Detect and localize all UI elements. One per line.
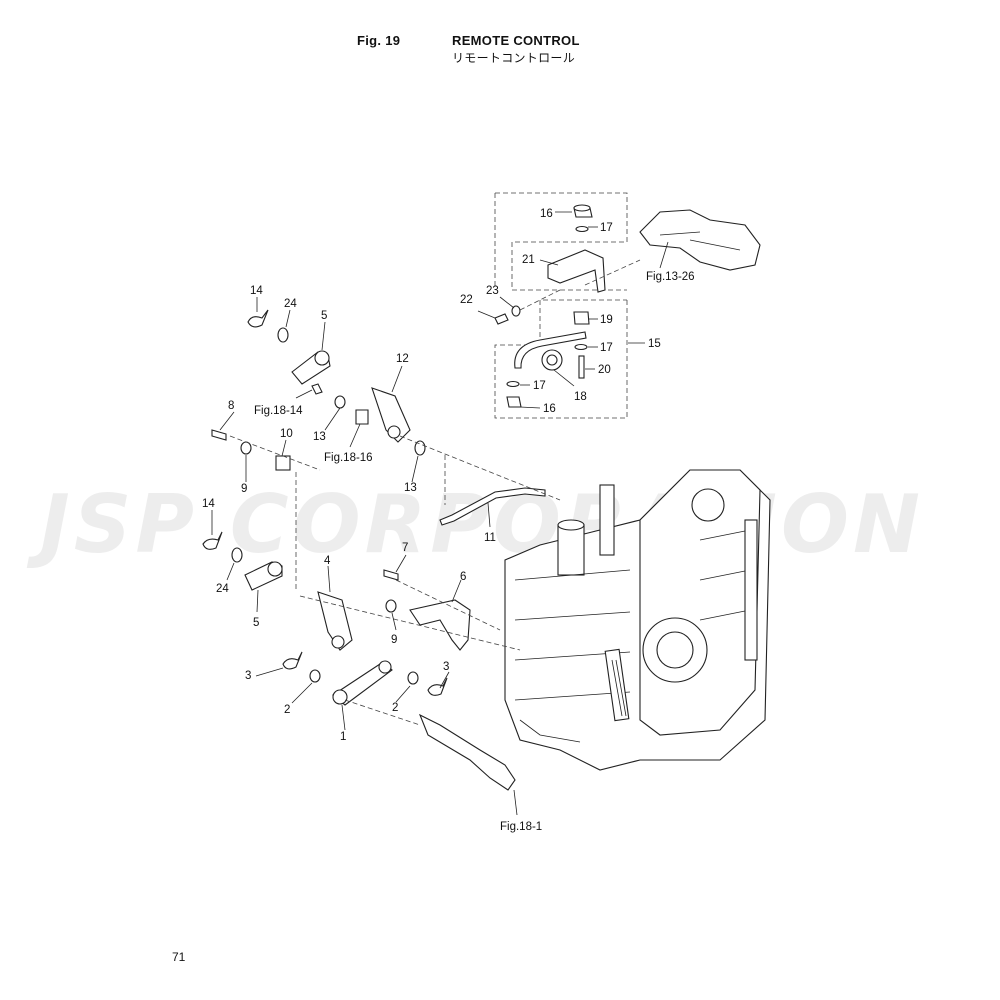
callout-2: 2	[284, 704, 290, 716]
callout-10: 10	[280, 428, 293, 440]
callout-3: 3	[245, 670, 251, 682]
upper-assembly-parts	[494, 204, 761, 325]
callout-8: 8	[228, 400, 234, 412]
engine-block-illustration	[504, 469, 771, 771]
callout-11: 11	[484, 532, 496, 544]
callout-6: 6	[460, 571, 466, 583]
callout-17: 17	[533, 380, 546, 392]
callout-3: 3	[443, 661, 449, 673]
callout-20: 20	[598, 364, 611, 376]
callout-14: 14	[202, 498, 215, 510]
callout-24: 24	[284, 298, 297, 310]
figure-number: Fig. 19	[357, 33, 401, 48]
figure-references: Fig.18-14 Fig.18-16 Fig.13-26 Fig.18-1	[254, 271, 695, 833]
callout-labels: 16 17 21 22 23 19 17 15 20 17 18 16 14 2…	[202, 208, 661, 743]
ref-fig18-14: Fig.18-14	[254, 405, 303, 417]
watermark: JSP CORPORATION	[26, 478, 924, 571]
callout-24: 24	[216, 583, 229, 595]
page-number: 71	[172, 950, 186, 964]
callout-5: 5	[321, 310, 327, 322]
callout-16: 16	[540, 208, 553, 220]
callout-18: 18	[574, 391, 587, 403]
callout-9: 9	[391, 634, 397, 646]
callout-17: 17	[600, 342, 613, 354]
group-box-lower	[494, 299, 628, 419]
callout-17: 17	[600, 222, 613, 234]
callout-13: 13	[404, 482, 417, 494]
callout-2: 2	[392, 702, 398, 714]
callout-21: 21	[522, 254, 535, 266]
callout-15: 15	[648, 338, 661, 350]
group-box-upper	[495, 192, 628, 291]
callout-23: 23	[486, 285, 499, 297]
callout-16: 16	[543, 403, 556, 415]
callout-leader-lines	[211, 211, 669, 816]
callout-7: 7	[402, 542, 408, 554]
callout-12: 12	[396, 353, 409, 365]
callout-22: 22	[460, 294, 473, 306]
callout-4: 4	[324, 555, 331, 567]
callout-5: 5	[253, 617, 259, 629]
callout-1: 1	[340, 731, 346, 743]
callout-13: 13	[313, 431, 326, 443]
remote-control-linkage-parts	[202, 309, 561, 791]
ref-fig13-26: Fig.13-26	[646, 271, 695, 283]
figure-title: REMOTE CONTROL	[452, 33, 580, 48]
callout-14: 14	[250, 285, 263, 297]
ref-fig18-1: Fig.18-1	[500, 821, 542, 833]
figure-title-japanese: リモートコントロール	[452, 51, 576, 65]
callout-19: 19	[600, 314, 613, 326]
ref-fig18-16: Fig.18-16	[324, 452, 373, 464]
callout-9: 9	[241, 483, 247, 495]
